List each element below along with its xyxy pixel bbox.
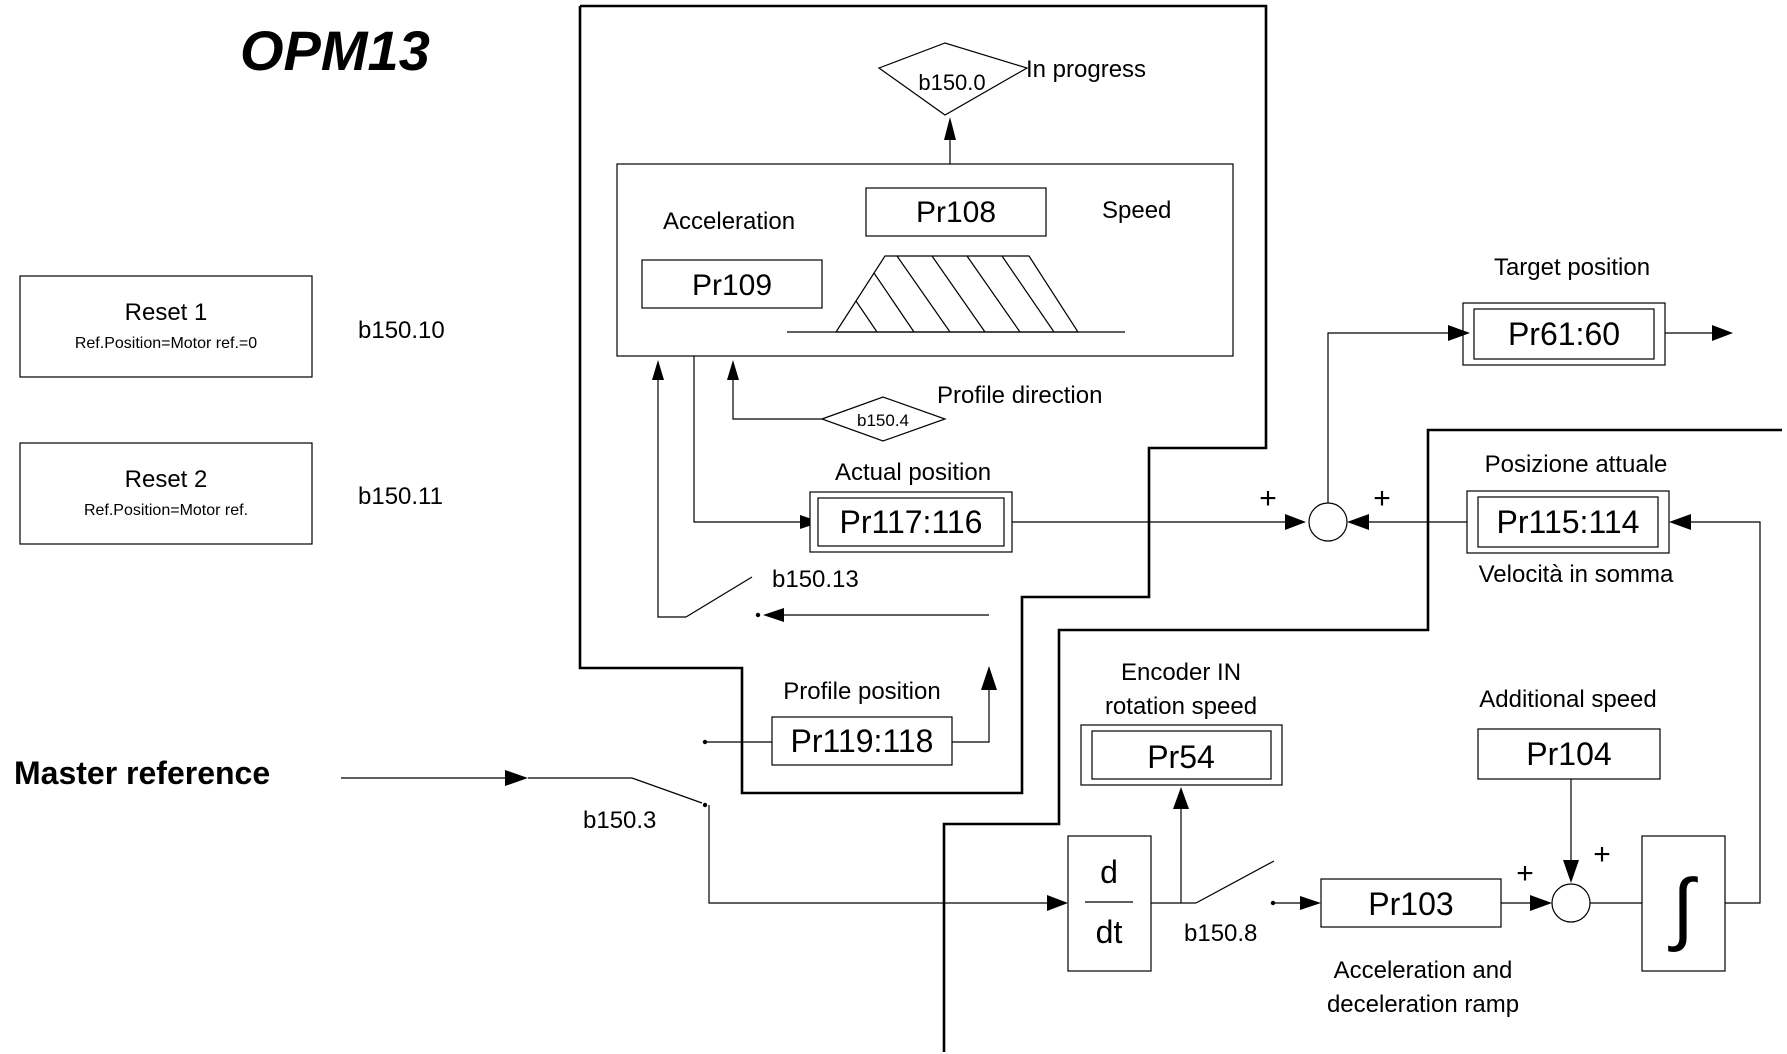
encoder-label-line-1: Encoder IN — [1121, 659, 1241, 686]
encoder-param: Pr54 — [1147, 739, 1215, 775]
integrator-feedback-line — [1691, 521, 1761, 904]
b150-3-contact — [702, 802, 708, 808]
profile-direction-bit: b150.4 — [857, 411, 909, 430]
arrowhead — [1669, 514, 1691, 530]
encoder-label-line-2: rotation speed — [1105, 693, 1257, 720]
ramp-label-line-1: Acceleration and — [1334, 957, 1513, 984]
profile-direction-label: Profile direction — [937, 382, 1102, 409]
ramp-param: Pr103 — [1368, 886, 1453, 922]
arrowhead — [1347, 514, 1369, 530]
reset-2-bit: b150.11 — [358, 483, 443, 510]
arrowhead — [1563, 860, 1579, 883]
summing-junction-speed — [1551, 883, 1591, 923]
profile-position-output-line — [952, 690, 990, 743]
actual-position-label: Actual position — [835, 459, 991, 486]
boundary-left — [578, 4, 1268, 795]
arrowhead — [1712, 325, 1733, 341]
b150-8-label: b150.8 — [1184, 920, 1257, 947]
derivative-block — [1067, 835, 1152, 972]
b150-13-contact — [755, 612, 761, 618]
diagram-title: OPM13 — [240, 19, 430, 82]
b150-3-to-derivative-line — [708, 805, 1047, 904]
sum2-plus-left: + — [1516, 857, 1534, 890]
in-progress-diamond — [877, 42, 1029, 116]
speed-profile-trapezoid — [834, 255, 1080, 333]
speed-param-box[interactable] — [865, 187, 1047, 237]
posizione-attuale-inner-box — [1477, 496, 1659, 548]
derivative-denominator: dt — [1096, 914, 1123, 950]
b150-13-feedback-line — [657, 380, 686, 618]
integrator-block — [1641, 835, 1726, 972]
target-position-param: Pr61:60 — [1508, 316, 1620, 352]
actual-position-param: Pr117:116 — [840, 504, 983, 540]
profile-position-param: Pr119:118 — [791, 723, 934, 759]
b150-13-label: b150.13 — [772, 566, 859, 593]
summing-junction-position — [1308, 502, 1348, 542]
profile-position-contact — [702, 739, 708, 745]
encoder-inner-box — [1091, 730, 1272, 780]
reset-1-title: Reset 1 — [125, 299, 208, 326]
profile-position-label: Profile position — [783, 678, 940, 705]
in-progress-bit: b150.0 — [918, 70, 985, 95]
b150-13-switch-blade[interactable] — [685, 576, 753, 618]
sum-to-target-line — [1327, 332, 1448, 503]
master-reference-label: Master reference — [14, 755, 270, 791]
arrowhead — [1448, 325, 1470, 341]
reset-2-title: Reset 2 — [125, 466, 208, 493]
arrowhead — [1300, 896, 1321, 910]
reset-2-subtitle: Ref.Position=Motor ref. — [84, 502, 248, 519]
acceleration-label: Acceleration — [663, 208, 795, 235]
arrowhead — [1047, 895, 1068, 911]
sum-plus-left: + — [1259, 482, 1277, 515]
additional-speed-box[interactable] — [1477, 728, 1661, 780]
profile-to-actual-line — [693, 356, 800, 523]
b150-3-switch-blade[interactable] — [631, 777, 703, 804]
b150-8-switch-blade[interactable] — [1195, 860, 1275, 904]
in-progress-label: In progress — [1026, 56, 1146, 83]
reset-1-subtitle: Ref.Position=Motor ref.=0 — [75, 335, 257, 352]
arrowhead — [505, 770, 528, 786]
profile-direction-link — [732, 380, 822, 420]
boundary-right — [942, 428, 1782, 1052]
reset-1-bit: b150.10 — [358, 317, 445, 344]
derivative-numerator: d — [1100, 854, 1118, 890]
sum2-plus-right: + — [1593, 838, 1611, 871]
additional-speed-label: Additional speed — [1479, 686, 1656, 713]
ramp-label-line-2: deceleration ramp — [1327, 991, 1519, 1018]
acceleration-param: Pr109 — [692, 269, 772, 302]
arrowhead — [1285, 514, 1306, 530]
profile-position-box[interactable] — [771, 716, 953, 766]
arrowhead — [981, 666, 997, 690]
target-position-inner-box — [1473, 308, 1655, 360]
arrowhead — [727, 360, 739, 380]
posizione-attuale-label: Posizione attuale — [1485, 451, 1668, 478]
acceleration-param-box[interactable] — [641, 259, 823, 309]
arrowhead — [1173, 787, 1189, 809]
arrowhead — [652, 360, 664, 380]
speed-param: Pr108 — [916, 196, 996, 229]
target-position-label: Target position — [1494, 254, 1650, 281]
actual-position-inner-box — [817, 497, 1005, 547]
integrator-symbol: ∫ — [1667, 863, 1698, 952]
ramp-param-box[interactable] — [1320, 878, 1502, 928]
reset-1-box[interactable] — [19, 275, 313, 378]
b150-3-label: b150.3 — [583, 807, 656, 834]
profile-hatching — [855, 255, 1055, 333]
arrowhead — [1530, 895, 1552, 911]
arrowhead — [763, 608, 784, 622]
additional-speed-param: Pr104 — [1526, 736, 1611, 772]
reset-2-box[interactable] — [19, 442, 313, 545]
profile-direction-diamond — [820, 396, 947, 442]
posizione-attuale-param: Pr115:114 — [1497, 504, 1640, 540]
arrowhead — [944, 117, 956, 140]
speed-label: Speed — [1102, 197, 1171, 224]
velocita-in-somma-label: Velocità in somma — [1479, 561, 1674, 588]
sum-plus-right: + — [1373, 482, 1391, 515]
